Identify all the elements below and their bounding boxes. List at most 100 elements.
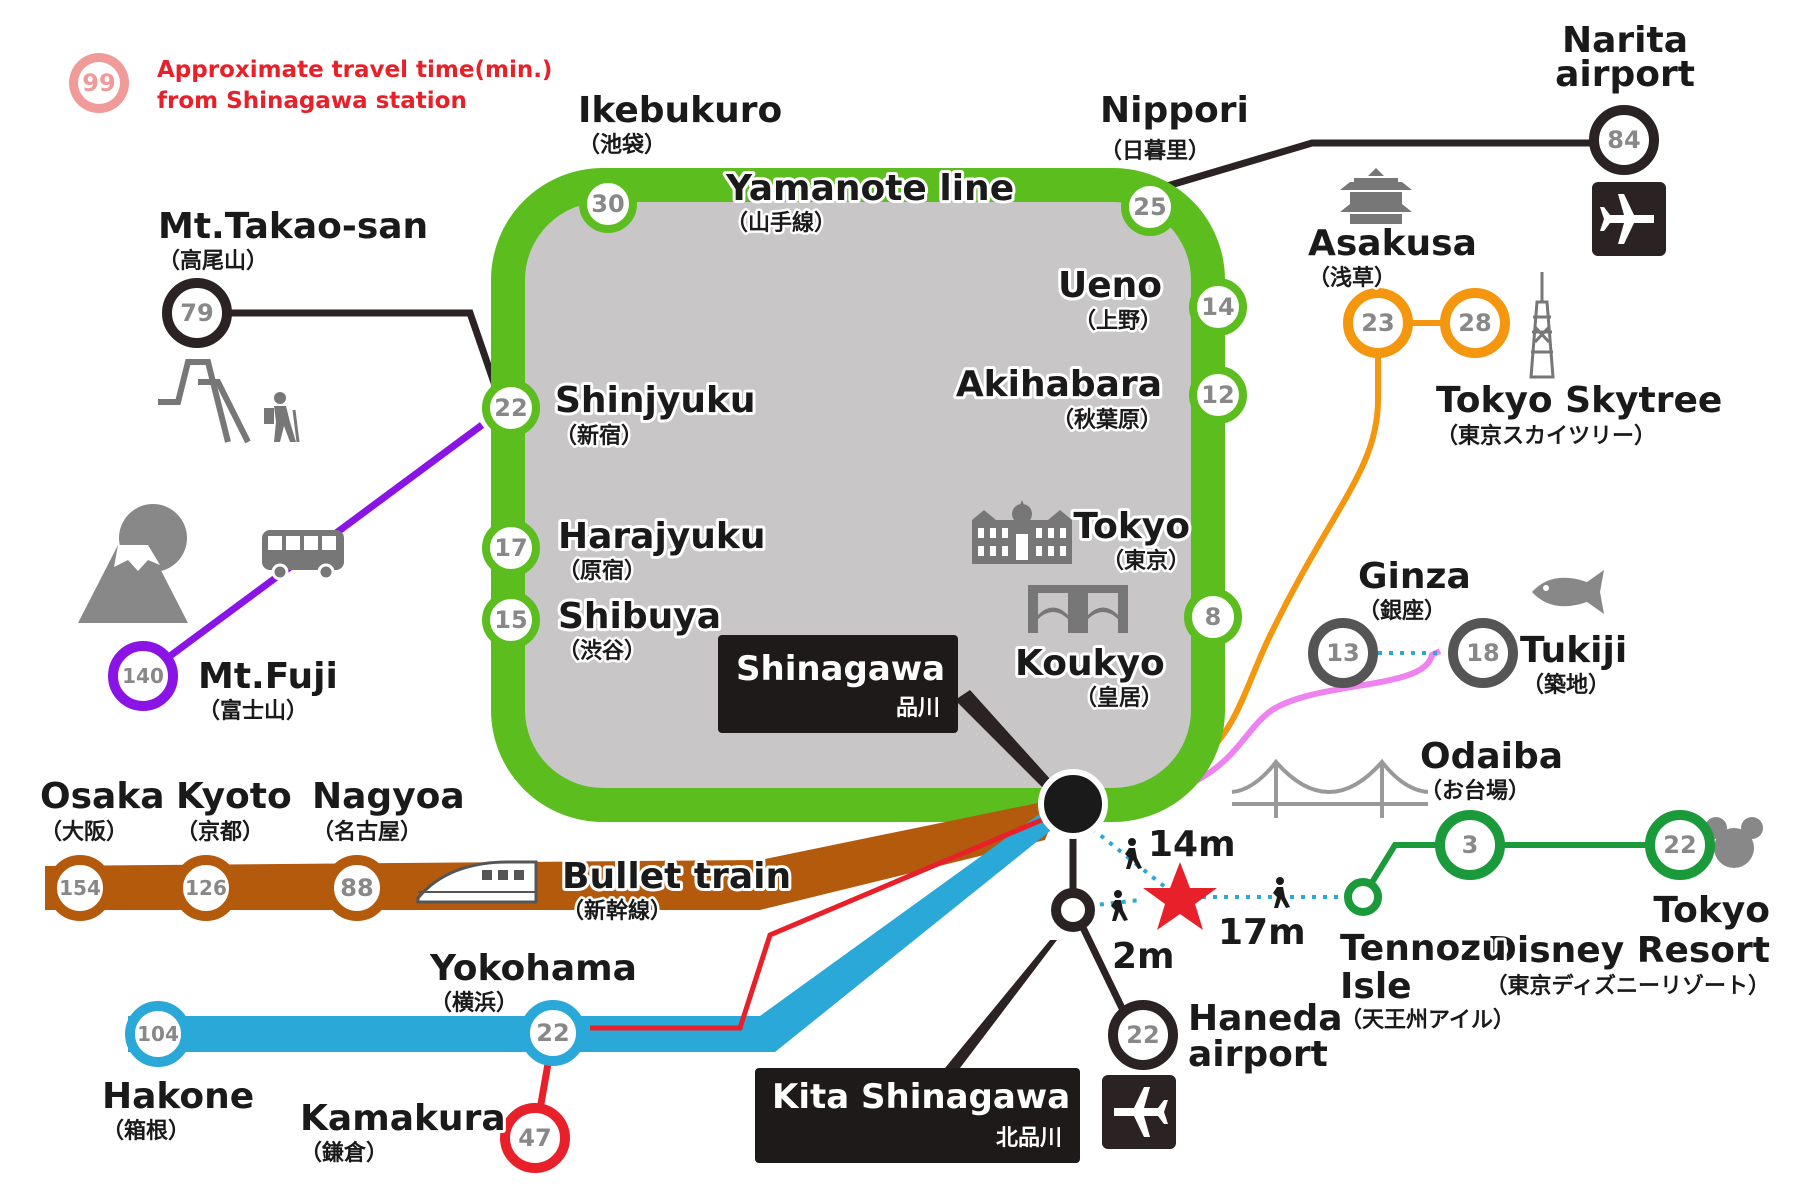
fish-icon (1532, 570, 1604, 614)
station-harajyuku[interactable]: 17 (482, 519, 540, 577)
label-akihabara-jp: （秋葉原） (1052, 408, 1162, 433)
temple-icon (1340, 168, 1412, 224)
station-yokohama[interactable]: 22 (520, 1000, 586, 1066)
kita-shinagawa-hub[interactable] (1051, 888, 1095, 932)
mountain-icon (78, 504, 188, 623)
label-takao: Mt.Takao-san (158, 206, 428, 247)
station-ueno[interactable]: 14 (1189, 278, 1247, 336)
label-kyoto-jp: （京都） (176, 819, 264, 845)
label-ginza-jp: （銀座） (1358, 598, 1446, 624)
station-koukyo[interactable]: 8 (1184, 588, 1242, 646)
legend-line-2: from Shinagawa station (157, 88, 467, 114)
station-tennozu[interactable] (1344, 878, 1382, 916)
kita-shinagawa-box[interactable]: Kita Shinagawa 北品川 (755, 1068, 1080, 1163)
station-minutes: 25 (1133, 193, 1166, 221)
bridge-icon (1028, 585, 1128, 633)
label-disney-jp: （東京ディズニーリゾート） (1486, 973, 1770, 999)
label-nippori-jp: （日暮里） (1100, 139, 1210, 164)
chuo-line (195, 309, 504, 402)
station-narita[interactable]: 84 (1589, 105, 1659, 175)
station-asakusa[interactable]: 23 (1343, 288, 1413, 358)
airplane-icon (1102, 1075, 1176, 1149)
kita-shinagawa-pointer (945, 940, 1057, 1068)
label-akihabara: Akihabara (956, 364, 1162, 405)
label-fuji: Mt.Fuji (198, 656, 338, 697)
label-harajyuku-jp: （原宿） (558, 558, 646, 584)
hiker-icon (264, 392, 300, 443)
station-kyoto[interactable]: 126 (173, 855, 239, 921)
station-akihabara[interactable]: 12 (1189, 366, 1247, 424)
station-labels: Ikebukuro （池袋） Yamanote line （山手線） Nippo… (37, 17, 1773, 1169)
station-minutes: 22 (494, 394, 527, 422)
station-hakone[interactable]: 104 (125, 1001, 191, 1067)
station-haneda[interactable]: 22 (1108, 1000, 1178, 1070)
shinagawa-hub[interactable] (1038, 769, 1108, 839)
station-takao[interactable]: 79 (162, 278, 232, 348)
station-minutes: 22 (1126, 1021, 1159, 1049)
station-minutes: 126 (185, 876, 227, 900)
label-tukiji-jp: （築地） (1522, 672, 1610, 698)
narita-line (1119, 139, 1622, 204)
station-shibuya[interactable]: 15 (482, 591, 540, 649)
label-skytree-jp: （東京スカイツリー） (1436, 423, 1656, 449)
label-narita-1: Narita (1562, 20, 1688, 61)
walk-time-2m: 2m (1112, 936, 1175, 977)
station-odaiba[interactable]: 3 (1435, 810, 1505, 880)
label-tennozu-1: Tennozu (1340, 928, 1507, 969)
bridge-icon (1231, 758, 1429, 818)
label-asakusa-jp: （浅草） (1308, 265, 1396, 291)
yamanote-loop (491, 168, 1225, 822)
label-harajyuku: Harajyuku (558, 516, 765, 557)
label-hakone: Hakone (102, 1076, 254, 1117)
station-minutes: 17 (494, 534, 527, 562)
station-ginza[interactable]: 13 (1308, 618, 1378, 688)
walk-time-17m: 17m (1218, 912, 1306, 953)
station-osaka[interactable]: 154 (47, 855, 113, 921)
label-tukiji: Tukiji (1520, 630, 1627, 671)
station-shinjyuku[interactable]: 22 (482, 379, 540, 437)
station-markers: 30 25 14 12 8 22 17 15 79 140 84 23 28 1… (47, 105, 1715, 1173)
station-ikebukuro[interactable]: 30 (579, 175, 637, 233)
skytree-icon (1529, 272, 1555, 379)
hiker-icon (1125, 838, 1142, 869)
label-ikebukuro-jp: （池袋） (578, 132, 666, 158)
label-shibuya: Shibuya (558, 596, 721, 637)
label-koukyo: Koukyo (1015, 643, 1165, 684)
hub-name-jp: 北品川 (996, 1126, 1062, 1151)
station-fuji[interactable]: 140 (108, 641, 178, 711)
southern-lines (45, 690, 1680, 1139)
mountain-icon (158, 359, 251, 444)
station-disney[interactable]: 22 (1645, 810, 1715, 880)
station-minutes: 84 (1607, 126, 1640, 154)
label-koukyo-jp: （皇居） (1075, 685, 1163, 711)
label-tokyo-jp: （東京） (1102, 548, 1190, 574)
station-nagoya[interactable]: 88 (324, 855, 390, 921)
airplane-icon (1592, 182, 1666, 256)
station-minutes: 30 (591, 190, 624, 218)
label-ueno: Ueno (1058, 265, 1162, 306)
rinkai-line (1360, 842, 1680, 899)
station-tukiji[interactable]: 18 (1448, 618, 1518, 688)
station-minutes: 18 (1466, 639, 1499, 667)
bus-icon (262, 530, 344, 581)
station-minutes: 154 (59, 876, 101, 900)
label-kamakura-jp: （鎌倉） (300, 1140, 388, 1166)
label-asakusa: Asakusa (1308, 223, 1477, 264)
hub-name-jp: 品川 (896, 696, 940, 721)
shinagawa-box[interactable]: Shinagawa 品川 (718, 635, 958, 733)
label-kamakura: Kamakura (300, 1098, 506, 1139)
station-nippori[interactable]: 25 (1121, 178, 1179, 236)
station-minutes: 23 (1361, 309, 1394, 337)
station-skytree[interactable]: 28 (1440, 288, 1510, 358)
label-yamanote-jp: （山手線） (726, 210, 836, 236)
label-nippori: Nippori (1100, 90, 1249, 131)
hub-name: Kita Shinagawa (772, 1077, 1070, 1117)
label-haneda-2: airport (1188, 1034, 1328, 1075)
station-kamakura[interactable]: 47 (500, 1103, 570, 1173)
icons (78, 168, 1763, 1149)
shinkansen-icon (416, 860, 538, 904)
label-tokyo: Tokyo (1073, 506, 1190, 547)
label-kyoto: Kyoto (176, 776, 292, 817)
label-yokohama: Yokohama (429, 948, 637, 989)
keikyu-line (590, 805, 1071, 1031)
